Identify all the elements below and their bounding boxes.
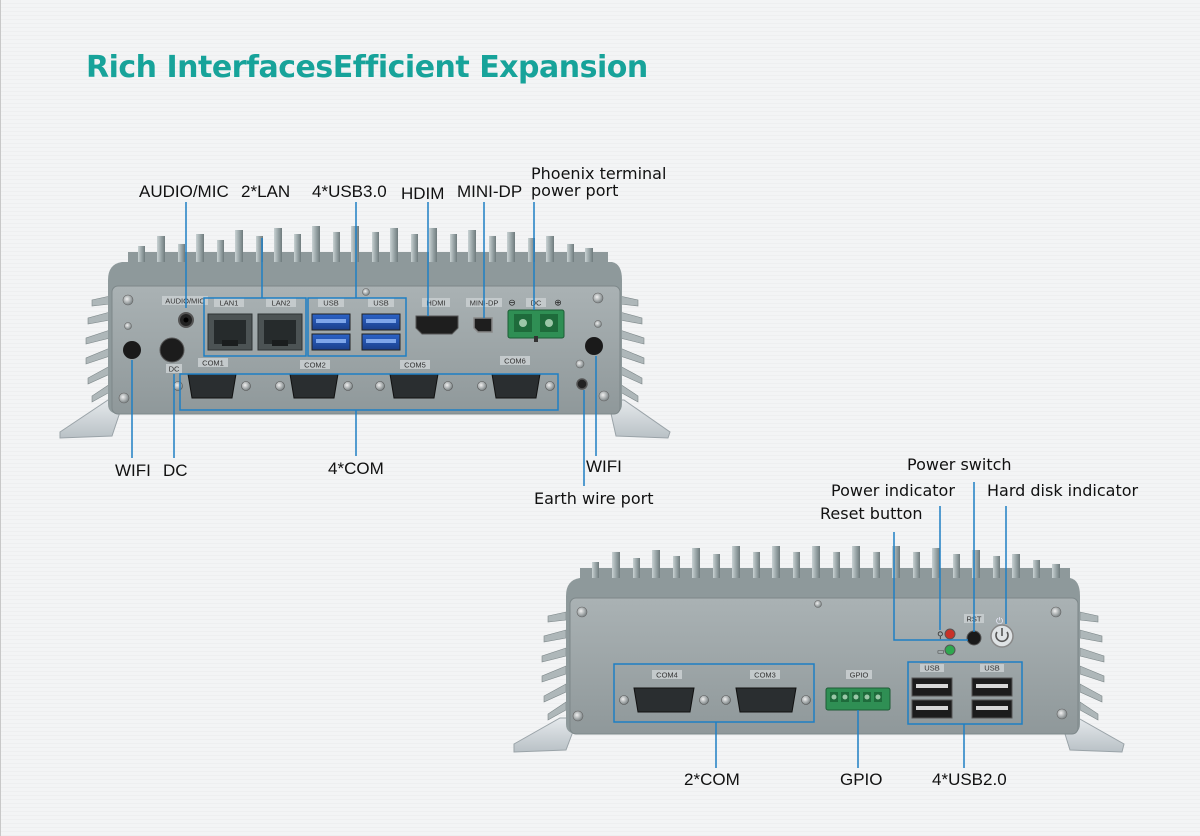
power-led-icon: ⚲ (937, 630, 944, 640)
front-usb30-ports (311, 313, 401, 351)
callout-lan: 2*LAN (241, 182, 291, 201)
callout-phoenix-line2: power port (531, 181, 619, 200)
callout-front-com: 4*COM (328, 459, 384, 478)
callout-hdmi: HDIM (401, 184, 445, 203)
label-dc: DC (531, 299, 542, 308)
label-com5: COM5 (404, 361, 426, 370)
label-com3: COM3 (754, 671, 776, 680)
label-com4: COM4 (656, 671, 678, 680)
page-title: Rich InterfacesEfficient Expansion (86, 50, 648, 85)
front-wifi-hole-left (123, 341, 141, 359)
label-usb-a: USB (323, 299, 338, 308)
callout-power-switch: Power switch (907, 455, 1012, 474)
callout-wifi-left: WIFI (115, 461, 151, 480)
back-com-ports (619, 687, 811, 713)
label-gpio: GPIO (850, 671, 869, 680)
label-lan1: LAN1 (220, 299, 239, 308)
label-dc-minus: ⊖ (508, 298, 516, 308)
label-com1: COM1 (202, 359, 224, 368)
callout-hdd-indicator: Hard disk indicator (987, 481, 1139, 500)
label-hdmi: HDMI (426, 299, 445, 308)
power-symbol-icon: ⏻ (996, 616, 1003, 626)
label-dc-plus: ⊕ (554, 298, 562, 308)
label-back-usb-b: USB (984, 664, 999, 673)
callout-gpio: GPIO (840, 770, 883, 789)
label-com6: COM6 (504, 357, 526, 366)
callout-wifi-right: WIFI (586, 457, 622, 476)
callout-power-indicator: Power indicator (831, 481, 955, 500)
callout-reset: Reset button (820, 504, 923, 523)
front-wifi-hole-right (585, 337, 603, 355)
power-indicator-led (944, 628, 956, 640)
callout-phoenix-line1: Phoenix terminal (531, 164, 667, 183)
left-frame-line (0, 0, 1, 836)
label-back-usb-a: USB (924, 664, 939, 673)
back-usb20-ports (911, 677, 1013, 719)
callout-usb20: 4*USB2.0 (932, 770, 1007, 789)
reset-button-hole (966, 630, 982, 646)
callout-phoenix: Phoenix terminal power port (531, 165, 666, 199)
label-lan2: LAN2 (272, 299, 291, 308)
callout-usb30: 4*USB3.0 (312, 182, 387, 201)
label-dc-small: DC (169, 365, 180, 374)
callout-earth: Earth wire port (534, 489, 654, 508)
label-com2: COM2 (304, 361, 326, 370)
label-usb-b: USB (373, 299, 388, 308)
hdd-led-icon: ▭ (937, 647, 945, 656)
callout-dc: DC (163, 461, 188, 480)
callout-mini-dp: MINI-DP (457, 182, 523, 201)
hdd-indicator-led (944, 644, 956, 656)
callout-back-com: 2*COM (684, 770, 740, 789)
callout-audio-mic: AUDIO/MIC (139, 182, 229, 201)
gpio-terminal (825, 687, 891, 711)
